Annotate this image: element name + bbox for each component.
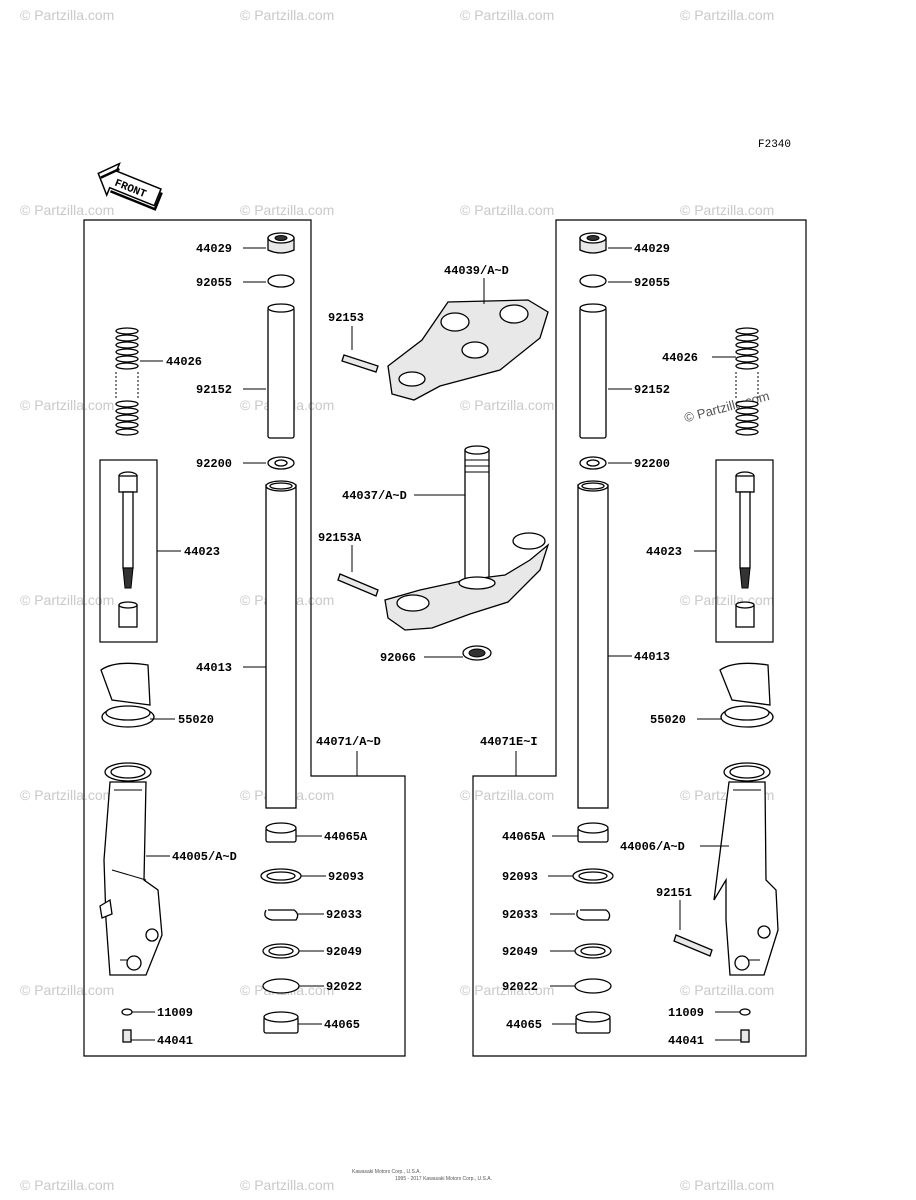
watermark: © Partzilla.com <box>460 982 554 998</box>
part-label[interactable]: 92055 <box>634 276 670 290</box>
part-label[interactable]: 11009 <box>668 1006 704 1020</box>
part-label[interactable]: 92153A <box>318 531 362 545</box>
part-label[interactable]: 92200 <box>634 457 670 471</box>
center-parts <box>337 299 550 661</box>
part-label[interactable]: 44029 <box>196 242 232 256</box>
leader-lines <box>131 247 741 1041</box>
right-assembly-frame <box>472 219 807 1057</box>
watermark: © Partzilla.com <box>20 592 114 608</box>
part-label[interactable]: 92033 <box>502 908 538 922</box>
watermark: © Partzilla.com <box>460 7 554 23</box>
part-label[interactable]: 92200 <box>196 457 232 471</box>
watermark: © Partzilla.com <box>680 1177 774 1193</box>
watermark: © Partzilla.com <box>240 1177 334 1193</box>
watermark: © Partzilla.com <box>240 7 334 23</box>
watermark: © Partzilla.com <box>20 7 114 23</box>
part-label[interactable]: 44065 <box>506 1018 542 1032</box>
part-label[interactable]: 92152 <box>196 383 232 397</box>
part-label[interactable]: 44013 <box>634 650 670 664</box>
watermark-layer: © Partzilla.com © Partzilla.com © Partzi… <box>20 7 774 1193</box>
part-label[interactable]: 92152 <box>634 383 670 397</box>
part-label[interactable]: 92093 <box>328 870 364 884</box>
part-label[interactable]: 92093 <box>502 870 538 884</box>
part-label[interactable]: 92055 <box>196 276 232 290</box>
part-label[interactable]: 92151 <box>656 886 692 900</box>
part-label[interactable]: 92066 <box>380 651 416 665</box>
watermark: © Partzilla.com <box>460 202 554 218</box>
front-arrow-icon: FRONT <box>97 162 163 211</box>
figure-code: F2340 <box>758 139 791 151</box>
left-parts <box>99 232 302 1043</box>
footer-line: 1995 - 2017 Kawasaki Motors Corp., U.S.A… <box>395 1176 492 1182</box>
watermark: © Partzilla.com <box>680 7 774 23</box>
part-label[interactable]: 92049 <box>502 945 538 959</box>
part-label[interactable]: 55020 <box>650 713 686 727</box>
part-label[interactable]: 44013 <box>196 661 232 675</box>
part-label[interactable]: 44029 <box>634 242 670 256</box>
part-label[interactable]: 44039/A~D <box>444 264 509 278</box>
spring-icon <box>115 327 139 436</box>
watermark: © Partzilla.com <box>20 982 114 998</box>
part-label[interactable]: 44071E~I <box>480 735 538 749</box>
right-parts <box>572 232 779 1043</box>
watermark: © Partzilla.com <box>460 397 554 413</box>
spring-icon <box>735 327 759 436</box>
watermark: © Partzilla.com <box>680 592 774 608</box>
part-label[interactable]: 92022 <box>502 980 538 994</box>
part-label[interactable]: 92022 <box>326 980 362 994</box>
part-label[interactable]: 44023 <box>184 545 220 559</box>
left-assembly-frame <box>83 219 406 1057</box>
part-label[interactable]: 44026 <box>166 355 202 369</box>
watermark: © Partzilla.com <box>680 982 774 998</box>
part-label[interactable]: 44065 <box>324 1018 360 1032</box>
part-label[interactable]: 44005/A~D <box>172 850 237 864</box>
watermark: © Partzilla.com <box>240 202 334 218</box>
part-label[interactable]: 55020 <box>178 713 214 727</box>
watermark: © Partzilla.com <box>20 397 114 413</box>
part-label[interactable]: 44071/A~D <box>316 735 381 749</box>
watermark: © Partzilla.com <box>460 787 554 803</box>
part-label[interactable]: 44037/A~D <box>342 489 407 503</box>
part-label[interactable]: 92153 <box>328 311 364 325</box>
part-label[interactable]: 92033 <box>326 908 362 922</box>
watermark: © Partzilla.com <box>680 202 774 218</box>
part-label[interactable]: 44026 <box>662 351 698 365</box>
part-label[interactable]: 44006/A~D <box>620 840 685 854</box>
part-label[interactable]: 44041 <box>668 1034 704 1048</box>
part-label[interactable]: 44023 <box>646 545 682 559</box>
watermark: © Partzilla.com <box>20 202 114 218</box>
part-label[interactable]: 92049 <box>326 945 362 959</box>
part-label[interactable]: 44065A <box>502 830 546 844</box>
part-label[interactable]: 11009 <box>157 1006 193 1020</box>
watermark: © Partzilla.com <box>20 1177 114 1193</box>
part-labels: 44029 92055 44026 92152 92200 44023 4401… <box>157 242 704 1048</box>
watermark: © Partzilla.com <box>20 787 114 803</box>
part-label[interactable]: 44065A <box>324 830 368 844</box>
footer-line: Kawasaki Motors Corp., U.S.A. <box>352 1169 421 1175</box>
part-label[interactable]: 44041 <box>157 1034 193 1048</box>
